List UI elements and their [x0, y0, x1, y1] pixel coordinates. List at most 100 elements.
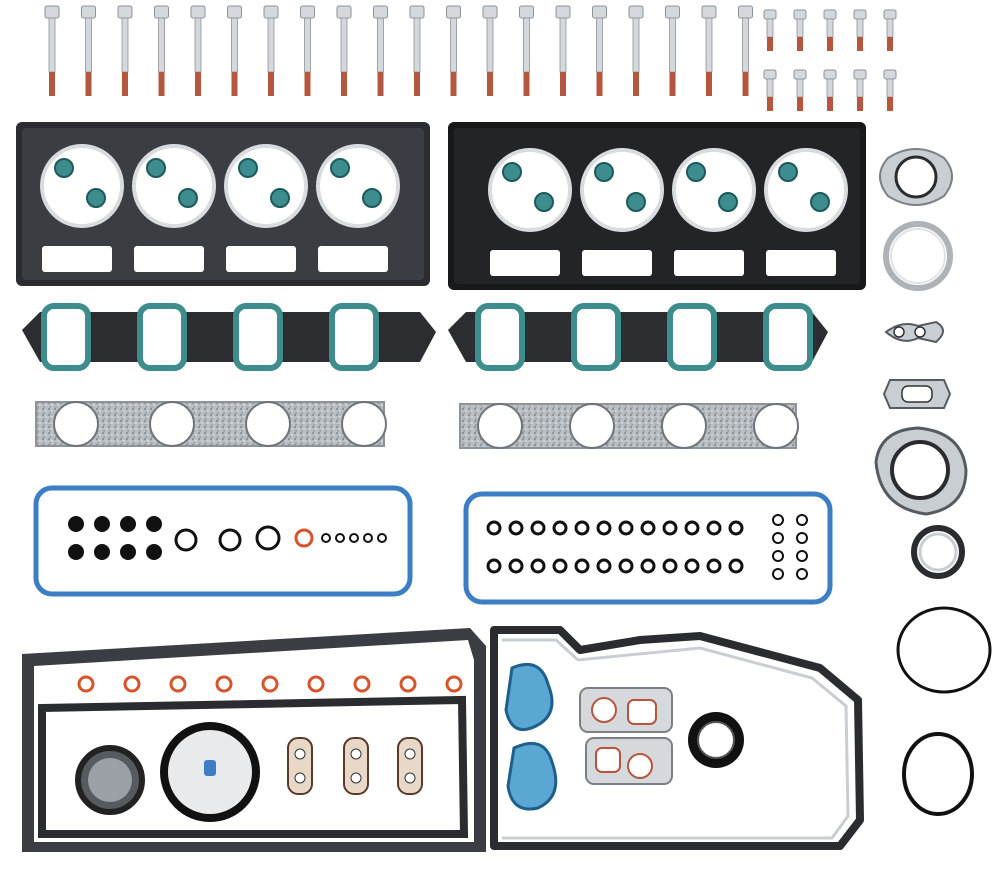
- right-column-seals: [874, 148, 992, 816]
- valve-cover-gasket-right: [463, 491, 833, 605]
- oil-pan-o-ring: [215, 675, 233, 693]
- head-gasket-left: [16, 122, 430, 286]
- seal-ring: [796, 568, 808, 580]
- valve-stem-seal: [86, 188, 106, 208]
- o-ring: [218, 528, 242, 552]
- exhaust-port: [661, 403, 707, 449]
- small-o-ring: [349, 533, 359, 543]
- valve-stem-seal: [54, 158, 74, 178]
- seal-ring: [728, 558, 744, 574]
- small-o-ring: [377, 533, 387, 543]
- seal-ring: [796, 514, 808, 526]
- rocker-grommet: [94, 544, 110, 560]
- front-cover-gasket: [490, 626, 864, 850]
- short-bolt: [883, 9, 897, 51]
- oil-tube-gasket: [397, 737, 423, 795]
- valve-stem-seal: [330, 158, 350, 178]
- seal-ring: [486, 520, 502, 536]
- small-o-ring: [363, 533, 373, 543]
- valve-stem-seal: [146, 158, 166, 178]
- valve-stem-seal: [238, 158, 258, 178]
- valve-stem-seal: [626, 192, 646, 212]
- seal-ring: [684, 558, 700, 574]
- coolant-port: [42, 246, 112, 272]
- short-bolt-grid: [763, 9, 897, 111]
- valve-stem-seal: [810, 192, 830, 212]
- coolant-port: [134, 246, 204, 272]
- long-bolt: [555, 5, 571, 96]
- short-bolt: [823, 69, 837, 111]
- intake-port-seal: [329, 303, 379, 371]
- valve-stem-seal: [270, 188, 290, 208]
- intake-port-seal: [763, 303, 813, 371]
- rocker-grommet: [94, 516, 110, 532]
- exhaust-port: [753, 403, 799, 449]
- seal-ring: [508, 520, 524, 536]
- seal-ring: [662, 520, 678, 536]
- long-bolt: [519, 5, 534, 96]
- valve-stem-seal: [778, 162, 798, 182]
- exhaust-port: [53, 401, 99, 447]
- intake-port-seal: [667, 303, 717, 371]
- exhaust-manifold-gasket-right: [459, 403, 799, 449]
- long-bolt: [117, 5, 133, 96]
- coolant-port: [318, 246, 388, 272]
- rocker-grommet: [120, 516, 136, 532]
- intake-port-seal: [41, 303, 91, 371]
- intake-port-seal: [475, 303, 525, 371]
- seal-ring: [530, 520, 546, 536]
- exhaust-port: [569, 403, 615, 449]
- intake-port-seal: [571, 303, 621, 371]
- coolant-port: [674, 250, 744, 276]
- valve-stem-seal: [594, 162, 614, 182]
- seal-ring: [574, 558, 590, 574]
- seal-ring: [772, 568, 784, 580]
- cylinder-bore: [488, 148, 572, 232]
- valve-stem-seal: [718, 192, 738, 212]
- exhaust-port: [149, 401, 195, 447]
- seal-ring: [772, 550, 784, 562]
- seal-ring: [772, 514, 784, 526]
- valve-cover-gasket-left: [33, 485, 413, 597]
- seal-ring: [706, 520, 722, 536]
- seal-ring: [574, 520, 590, 536]
- long-bolt: [701, 5, 717, 96]
- valve-stem-seal: [362, 188, 382, 208]
- cylinder-bore: [132, 144, 216, 228]
- rocker-grommet: [68, 544, 84, 560]
- short-bolt: [793, 9, 807, 51]
- seal-ring: [662, 558, 678, 574]
- short-bolt: [853, 9, 867, 51]
- cylinder-bore: [764, 148, 848, 232]
- o-ring: [174, 528, 198, 552]
- oil-tube-gasket: [287, 737, 313, 795]
- long-bolt: [227, 5, 242, 96]
- seal-ring: [618, 558, 634, 574]
- seal-ring: [618, 520, 634, 536]
- o-ring: [255, 525, 281, 551]
- o-ring-orange: [294, 528, 314, 548]
- oil-pan-o-ring: [307, 675, 325, 693]
- intake-manifold-gasket-left: [22, 303, 436, 371]
- long-bolt: [738, 5, 753, 96]
- long-bolt: [81, 5, 96, 96]
- coolant-port: [766, 250, 836, 276]
- long-bolt: [263, 5, 279, 96]
- seal-ring: [796, 532, 808, 544]
- small-o-ring: [321, 533, 331, 543]
- long-bolt: [482, 5, 498, 96]
- long-bolt: [628, 5, 644, 96]
- cylinder-bore: [40, 144, 124, 228]
- valve-stem-seal: [178, 188, 198, 208]
- short-bolt: [763, 69, 777, 111]
- seal-ring: [640, 520, 656, 536]
- short-bolt: [763, 9, 777, 51]
- coolant-port: [582, 250, 652, 276]
- cylinder-bore: [580, 148, 664, 232]
- coolant-port: [490, 250, 560, 276]
- seal-ring: [772, 532, 784, 544]
- seal-ring: [552, 558, 568, 574]
- long-bolt: [446, 5, 461, 96]
- long-bolt: [154, 5, 169, 96]
- seal-ring: [486, 558, 502, 574]
